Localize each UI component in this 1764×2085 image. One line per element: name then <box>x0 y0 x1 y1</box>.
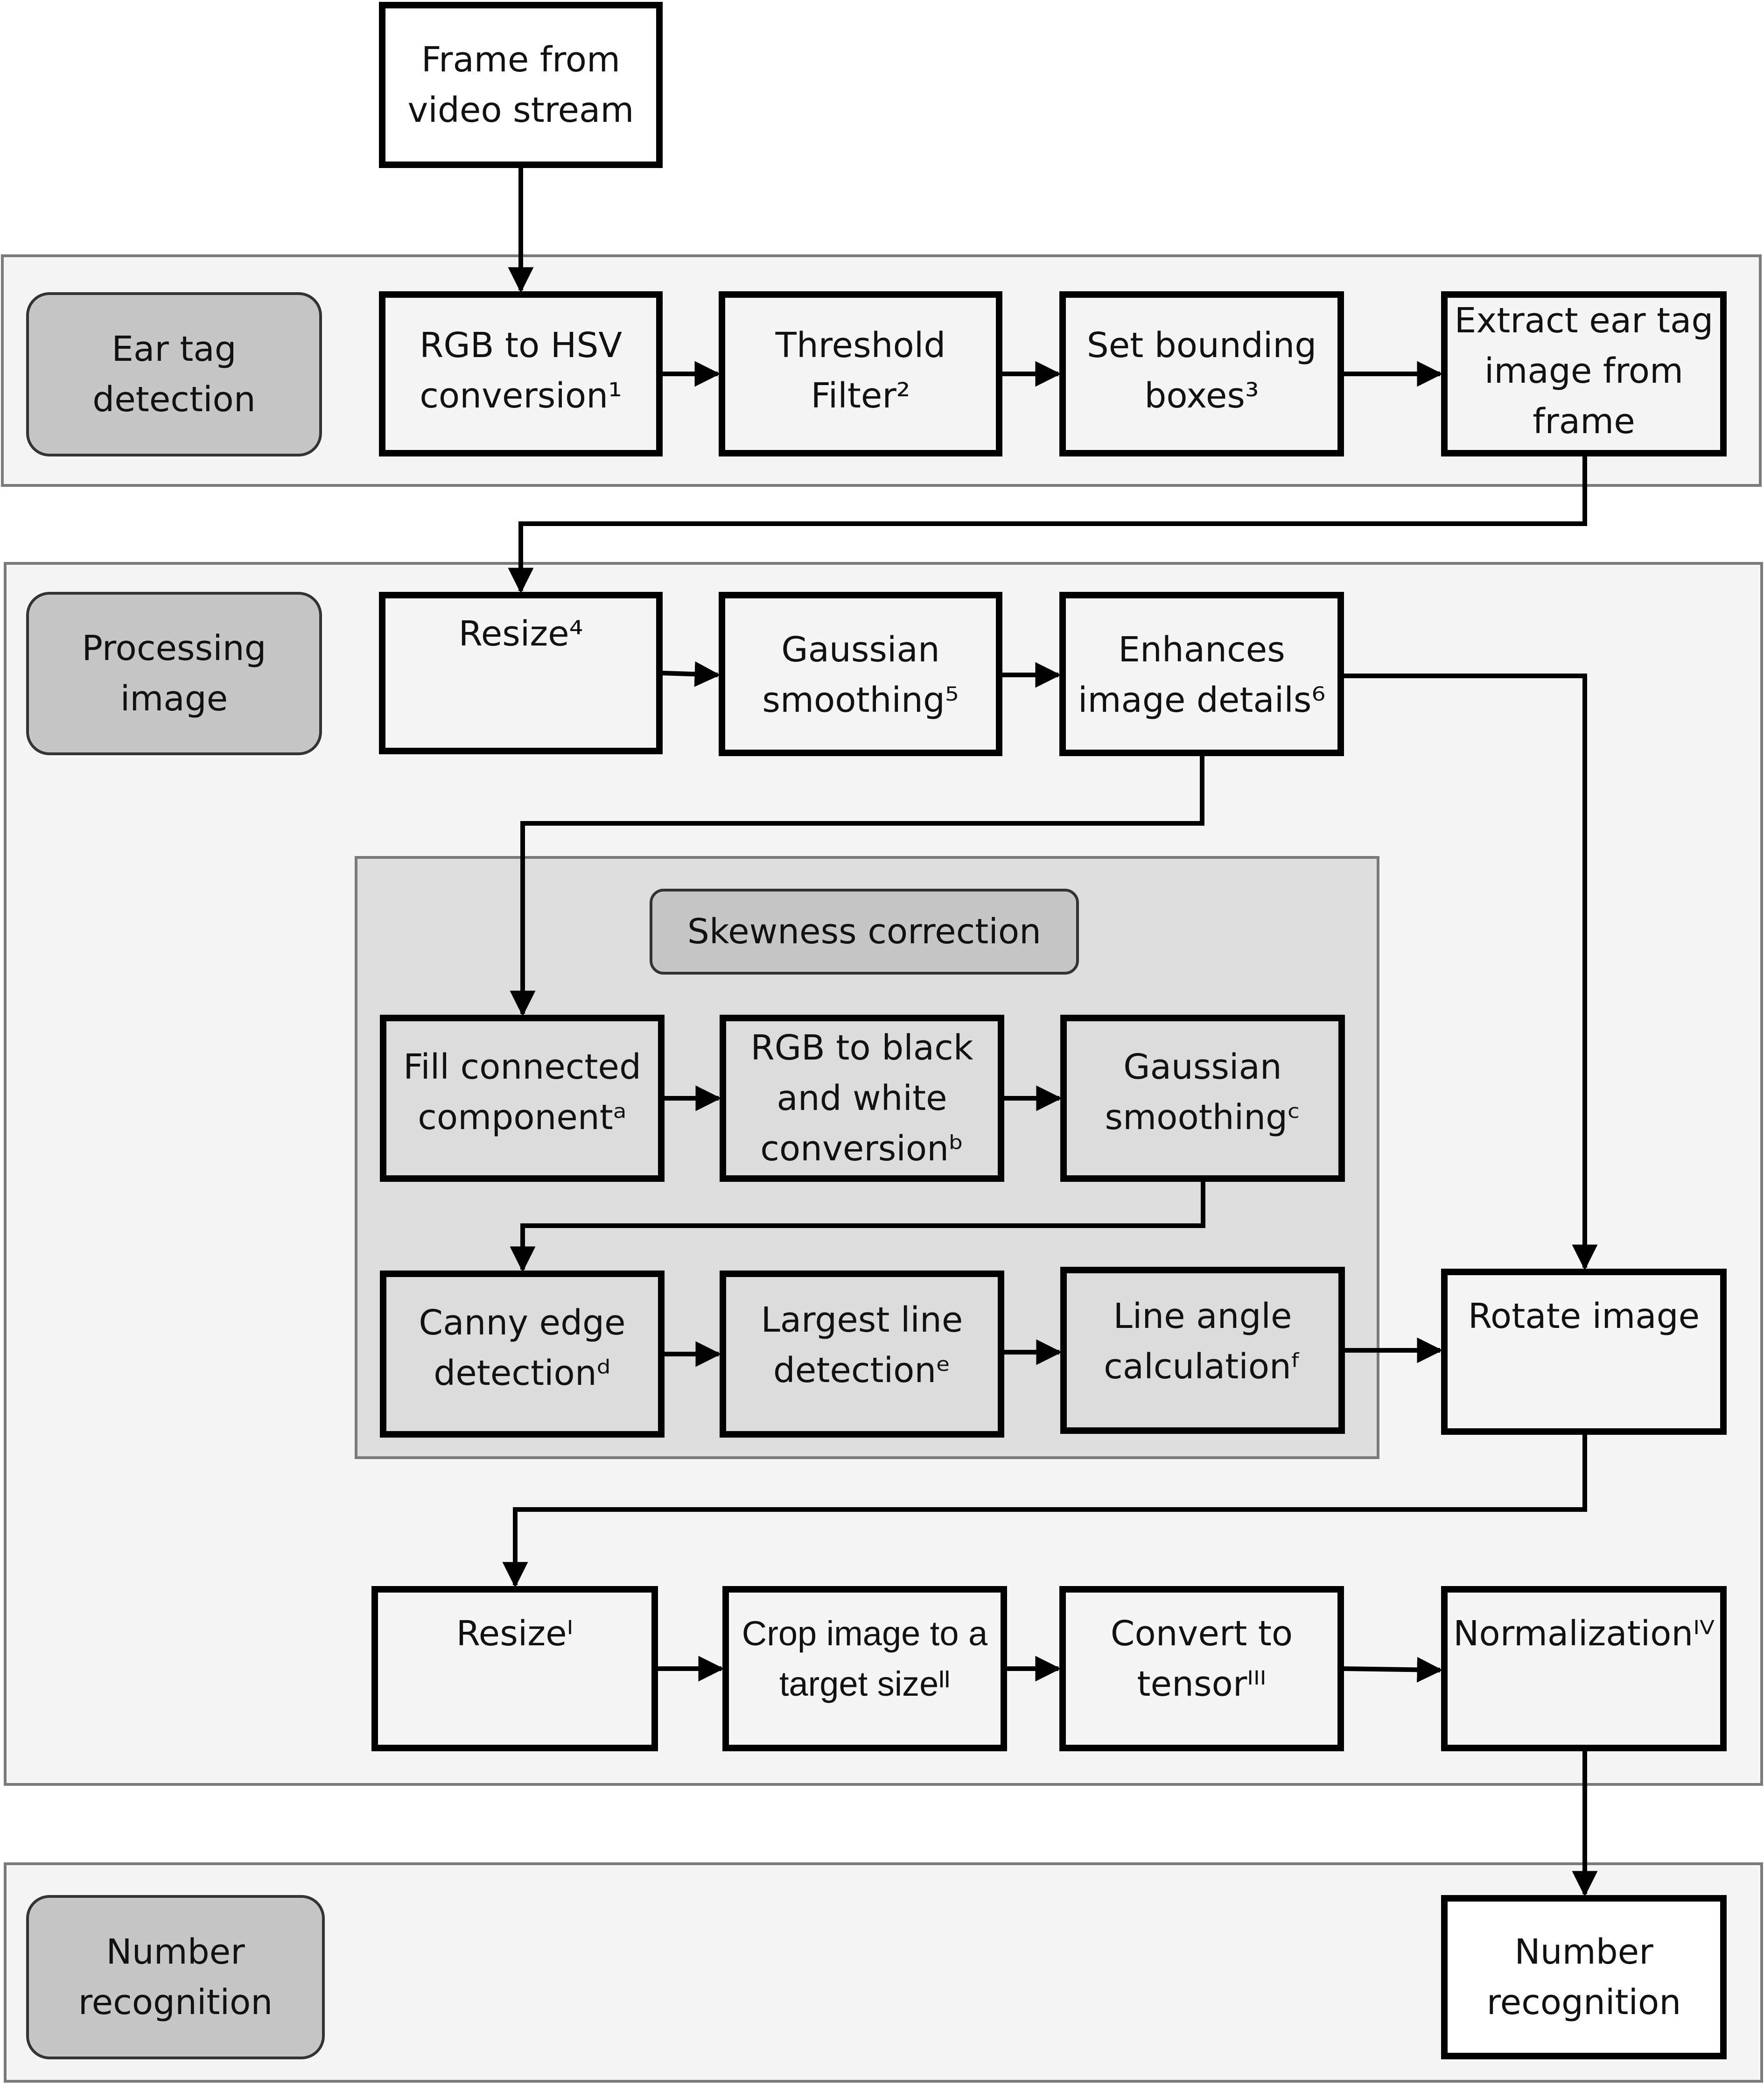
number-recognition-label: Number recognition <box>26 1895 325 2059</box>
arrow-rotate-to-resize <box>502 1435 1587 1588</box>
arrow-enhance-to-fill <box>510 756 1204 1017</box>
gaussian-smoothing-box: Gaussian smoothing⁵ <box>719 592 1002 756</box>
normalization-box: Normalizationᴵⱽ <box>1441 1586 1727 1751</box>
crop-image-box: Crop image to a target sizeᴵᴵ <box>722 1586 1007 1751</box>
extract-ear-tag-box: Extract ear tag image from frame <box>1441 291 1727 456</box>
number-recognition-box: Number recognition <box>1441 1895 1727 2059</box>
arrow-tensor-to-normalization <box>1344 1657 1443 1683</box>
resize-box: Resize⁴ <box>379 592 663 754</box>
fill-connected-component-box: Fill connected componentᵃ <box>380 1015 665 1182</box>
threshold-filter-box: Threshold Filter² <box>719 291 1002 456</box>
set-bounding-boxes-box: Set bounding boxes³ <box>1059 291 1344 456</box>
rotate-image-box: Rotate image <box>1441 1269 1727 1435</box>
convert-to-tensor-box: Convert to tensorᴵᴵᴵ <box>1059 1586 1344 1751</box>
arrow-gaussian-to-canny <box>510 1182 1205 1272</box>
processing-image-label: Processing image <box>26 592 322 755</box>
arrow-enhance-to-rotate <box>1344 674 1598 1271</box>
gaussian-smoothing-skew-box: Gaussian smoothingᶜ <box>1060 1015 1345 1182</box>
ear-tag-detection-label: Ear tag detection <box>26 292 322 456</box>
arrow-extract-to-resize <box>508 456 1587 594</box>
arrow-resize-to-gaussian <box>662 661 721 687</box>
rgb-to-black-and-white-box: RGB to black and white conversionᵇ <box>720 1015 1004 1182</box>
enhance-image-details-box: Enhances image details⁶ <box>1059 592 1344 756</box>
resize-final-box: Resizeᴵ <box>371 1586 658 1751</box>
largest-line-detection-box: Largest line detectionᵉ <box>720 1271 1004 1438</box>
line-angle-calculation-box: Line angle calculationᶠ <box>1060 1267 1345 1434</box>
canny-edge-detection-box: Canny edge detectionᵈ <box>380 1271 665 1438</box>
frame-from-video-stream-box: Frame from video stream <box>379 2 663 168</box>
rgb-to-hsv-box: RGB to HSV conversion¹ <box>379 291 663 456</box>
skewness-correction-label: Skewness correction <box>650 889 1079 975</box>
